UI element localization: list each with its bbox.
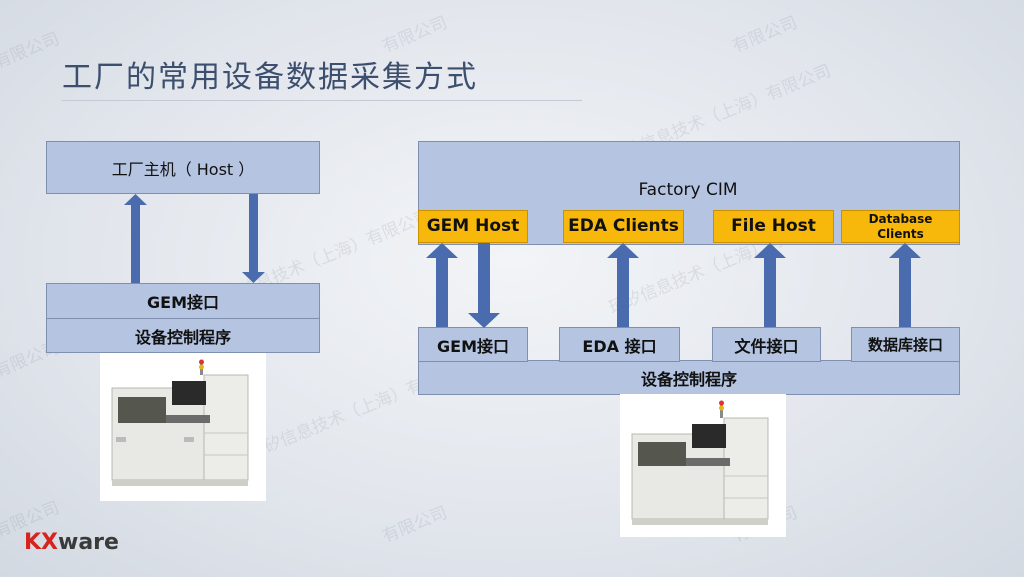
- control-program-box: 设备控制程序: [46, 318, 320, 353]
- gem-interface-box: GEM接口: [46, 283, 320, 319]
- database-interface-box: 数据库接口: [851, 327, 960, 362]
- database-clients-label-line2: Clients: [877, 226, 924, 241]
- control-program-label: 设备控制程序: [134, 327, 231, 347]
- eda-interface-box: EDA 接口: [559, 327, 680, 362]
- file-host-label: File Host: [731, 216, 816, 236]
- gem-host-box: GEM Host: [418, 210, 528, 243]
- eda-clients-label: EDA Clients: [568, 216, 679, 236]
- equipment-machine-icon: [111, 359, 249, 486]
- equipment-photo-right: [620, 394, 786, 537]
- file-interface-label: 文件接口: [734, 336, 799, 356]
- eda-clients-box: EDA Clients: [563, 210, 684, 243]
- database-clients-box: Database Clients: [841, 210, 960, 243]
- equipment-machine-icon: [631, 400, 769, 525]
- title-underline: [62, 100, 582, 101]
- slide-title: 工厂的常用设备数据采集方式: [62, 60, 478, 95]
- gem-interface-label-right: GEM接口: [437, 336, 509, 356]
- factory-cim-label: Factory CIM: [638, 180, 738, 200]
- arrow-up-eda: [607, 243, 639, 327]
- arrow-up-gem-to-gem-host: [426, 243, 458, 327]
- file-interface-box: 文件接口: [712, 327, 821, 362]
- arrow-up-database: [889, 243, 921, 327]
- logo-ware: ware: [58, 530, 119, 555]
- arrow-down-host-to-gem: [242, 194, 265, 283]
- equipment-photo: [100, 353, 266, 501]
- gem-host-label: GEM Host: [426, 216, 520, 236]
- database-interface-label: 数据库接口: [867, 336, 943, 354]
- control-program-label-right: 设备控制程序: [640, 369, 737, 389]
- logo-kx: KX: [24, 530, 59, 555]
- company-logo: KXware: [24, 530, 119, 555]
- host-label: 工厂主机（ Host ）: [111, 159, 255, 179]
- host-box: 工厂主机（ Host ）: [46, 141, 320, 194]
- arrow-up-file: [754, 243, 786, 327]
- arrow-up-gem-to-host: [124, 194, 147, 283]
- gem-interface-box-right: GEM接口: [418, 327, 528, 362]
- gem-interface-label: GEM接口: [147, 293, 219, 312]
- database-clients-label-line1: Database: [868, 211, 933, 226]
- eda-interface-label: EDA 接口: [582, 336, 657, 356]
- arrow-down-gem-host-to-gem: [468, 243, 500, 328]
- file-host-box: File Host: [713, 210, 834, 243]
